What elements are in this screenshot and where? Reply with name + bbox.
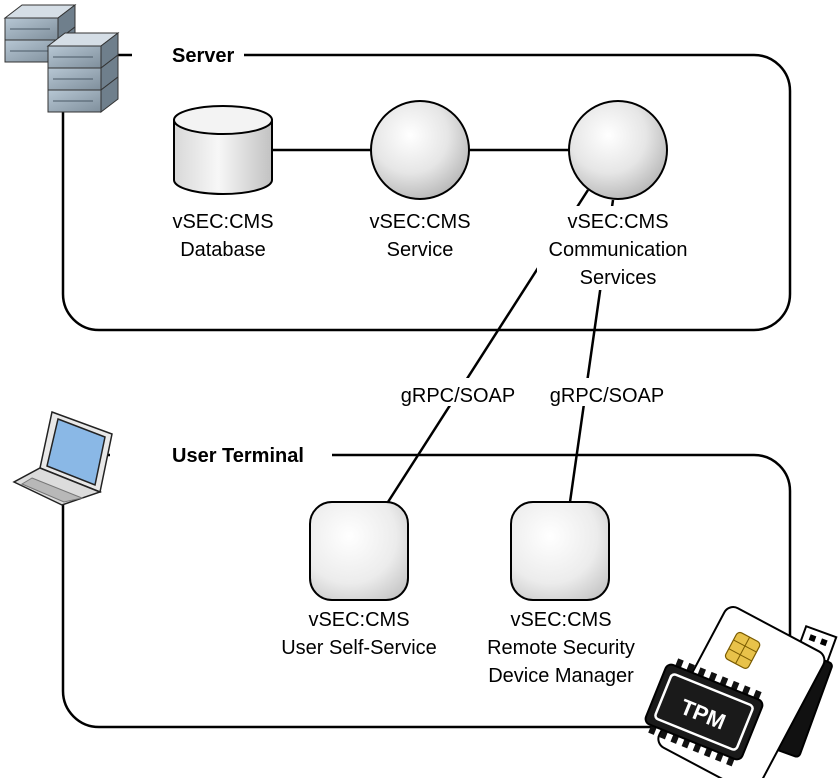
rsdm-node xyxy=(510,501,610,601)
self-service-label-line1: vSEC:CMS xyxy=(308,609,409,631)
rsdm-label-line3: Device Manager xyxy=(488,665,634,687)
server-rack-icon xyxy=(3,3,120,114)
database-label-line2: Database xyxy=(180,239,266,261)
comm-label-line3: Services xyxy=(580,267,657,289)
service-node xyxy=(370,100,470,200)
server-group-label: Server xyxy=(172,45,234,67)
rsdm-label-line2: Remote Security xyxy=(487,637,635,659)
comm-label-line1: vSEC:CMS xyxy=(567,211,668,233)
comm-services-node xyxy=(568,100,668,200)
service-label-line1: vSEC:CMS xyxy=(369,211,470,233)
rsdm-label-line1: vSEC:CMS xyxy=(510,609,611,631)
comm-label-line2: Communication xyxy=(549,239,688,261)
database-label-line1: vSEC:CMS xyxy=(172,211,273,233)
laptop-icon xyxy=(12,410,113,506)
self-service-label-line2: User Self-Service xyxy=(281,637,437,659)
server-group-frame xyxy=(61,53,792,332)
left-protocol-label: gRPC/SOAP xyxy=(401,385,515,407)
terminal-group-label: User Terminal xyxy=(172,445,304,467)
database-node xyxy=(173,105,273,195)
service-label-line2: Service xyxy=(387,239,454,261)
tpm-chip-icon: TPM xyxy=(644,658,764,767)
right-protocol-label: gRPC/SOAP xyxy=(550,385,664,407)
self-service-node xyxy=(309,501,409,601)
terminal-group-frame xyxy=(61,453,792,729)
